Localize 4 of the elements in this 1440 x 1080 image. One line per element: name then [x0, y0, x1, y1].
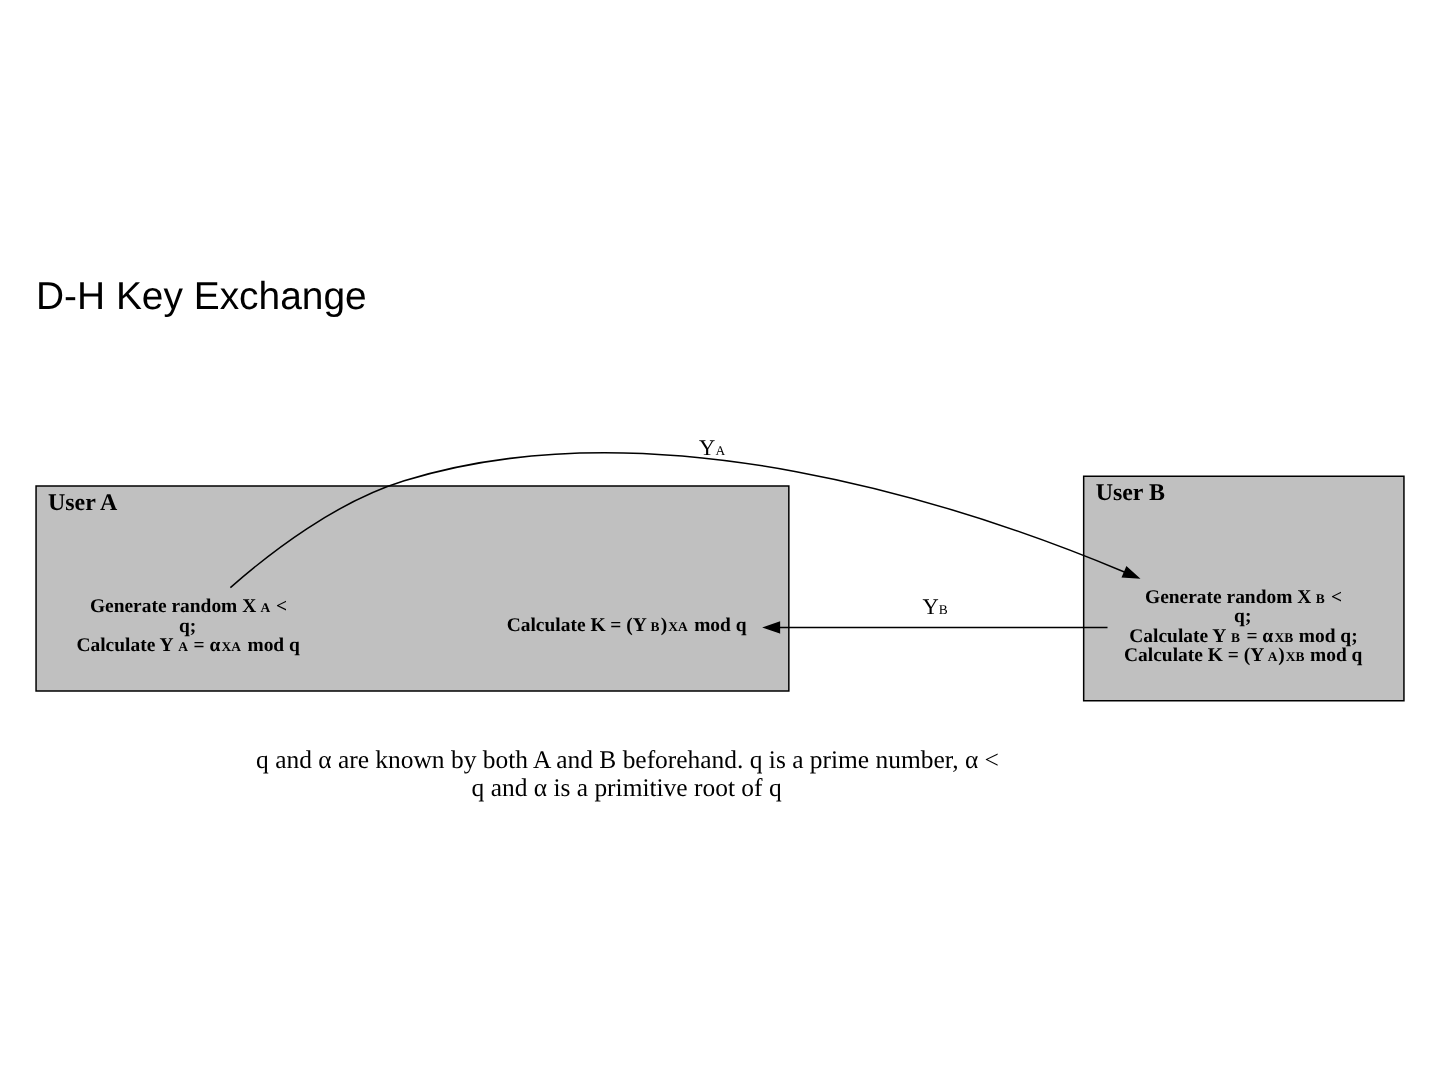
diagram-title: D-H Key Exchange	[36, 274, 367, 319]
arrow	[229, 451, 1141, 588]
arrow	[762, 620, 1109, 633]
caption: q and α are known by both A and B beforehand. q is a prime number, α < q and α is a primitive root of q	[256, 744, 999, 801]
